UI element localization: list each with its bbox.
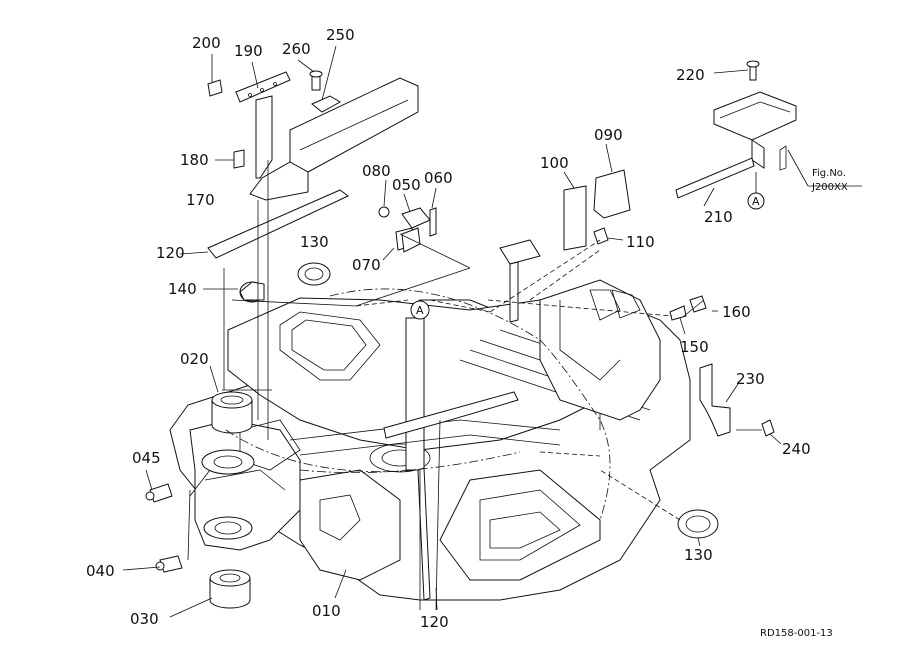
callout-180: 180 (180, 151, 209, 169)
ref-a-detail: A (752, 195, 760, 208)
figure-reference: Fig.No. J200XX (811, 168, 848, 193)
callout-030: 030 (130, 610, 159, 628)
center-bracket-drawing (297, 206, 437, 286)
callout-060: 060 (424, 169, 453, 187)
callout-140: 140 (168, 280, 197, 298)
detail-a-drawing (675, 60, 862, 199)
callout-230: 230 (736, 370, 765, 388)
callout-210: 210 (704, 208, 733, 226)
fig-number: J200XX (811, 182, 848, 193)
callout-labels: 200 190 260 250 180 170 120 140 130 080 … (86, 26, 811, 631)
ref-a-main: A (416, 304, 424, 317)
ref-a-circle-main (410, 300, 430, 320)
fig-label: Fig.No. (812, 168, 846, 179)
callout-045: 045 (132, 449, 161, 467)
callout-130-lower: 130 (684, 546, 713, 564)
callout-080: 080 (362, 162, 391, 180)
callout-260: 260 (282, 40, 311, 58)
curved-bars-drawing (383, 391, 519, 601)
swing-bushings-drawing (145, 391, 255, 609)
callout-130-upper: 130 (300, 233, 329, 251)
callout-120-lower: 120 (420, 613, 449, 631)
callout-020: 020 (180, 350, 209, 368)
callout-010: 010 (312, 602, 341, 620)
callout-040: 040 (86, 562, 115, 580)
callout-240: 240 (782, 440, 811, 458)
callout-170: 170 (186, 191, 215, 209)
drawing-code: RD158-001-13 (760, 628, 833, 639)
leader-lines (122, 45, 782, 618)
callout-050: 050 (392, 176, 421, 194)
right-panel-drawing (499, 169, 631, 323)
callout-160: 160 (722, 303, 751, 321)
main-frame-drawing (169, 279, 691, 601)
callout-100: 100 (540, 154, 569, 172)
callout-070: 070 (352, 256, 381, 274)
upper-left-bracket-drawing (207, 70, 419, 303)
callout-120-upper: 120 (156, 244, 185, 262)
callout-150: 150 (680, 338, 709, 356)
callout-090: 090 (594, 126, 623, 144)
construction-lines (187, 160, 762, 611)
callout-200: 200 (192, 34, 221, 52)
callout-110: 110 (626, 233, 655, 251)
callout-250: 250 (326, 26, 355, 44)
callout-220: 220 (676, 66, 705, 84)
callout-190: 190 (234, 42, 263, 60)
reference-markers: A A (410, 172, 765, 320)
